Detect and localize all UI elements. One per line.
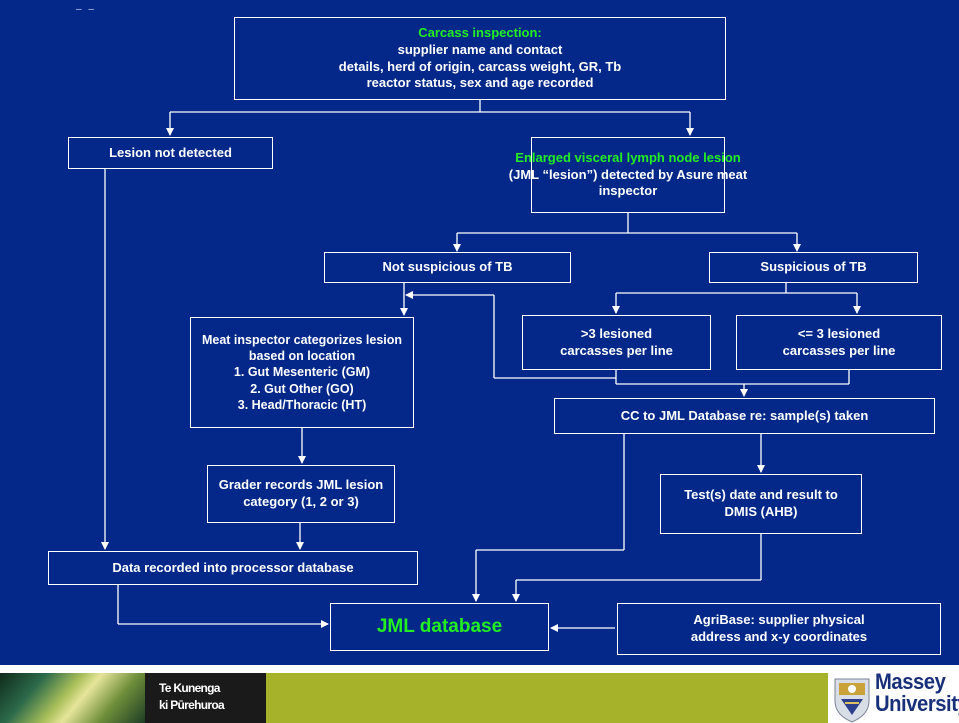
categorize-line4: 2. Gut Other (GO) [250,381,354,396]
grader-line1: Grader records JML lesion [218,477,384,493]
motto-line2: ki Pūrehuroa [159,698,225,712]
not-suspicious-label: Not suspicious of TB [382,259,513,275]
not-suspicious-box: Not suspicious of TB [324,252,571,283]
agribase-box: AgriBase: supplier physical address and … [617,603,941,655]
categorize-line5: 3. Head/Thoracic (HT) [237,397,367,412]
enlarged-highlight: Enlarged visceral lymph node lesion [515,149,741,165]
tests-line1: Test(s) date and result to [684,487,838,503]
carcass-inspection-box: Carcass inspection: supplier name and co… [234,17,726,100]
data-recorded-box: Data recorded into processor database [48,551,418,585]
agribase-line2: address and x-y coordinates [690,629,868,644]
tests-line2: DMIS (AHB) [724,504,798,519]
carcass-line3: reactor status, sex and age recorded [366,75,594,91]
gt3-lesioned-box: >3 lesioned carcasses per line [522,315,711,370]
grader-line2: category (1, 2 or 3) [243,494,359,509]
suspicious-box: Suspicious of TB [709,252,918,283]
tests-box: Test(s) date and result to DMIS (AHB) [660,474,862,534]
jml-database-label: JML database [376,615,503,637]
jml-database-box: JML database [330,603,549,651]
lesion-not-detected-box: Lesion not detected [68,137,273,169]
footer-green-bar [266,673,828,723]
agribase-line1: AgriBase: supplier physical [693,612,865,628]
diagram-slide: – – [0,0,959,665]
university-line1: Massey [875,669,946,694]
carcass-line1: supplier name and contact [397,41,563,57]
leaf-image [0,673,145,723]
enlarged-line1: (JML “lesion”) detected by Asure meat [508,166,748,182]
grader-box: Grader records JML lesion category (1, 2… [207,465,395,523]
categorize-line1: Meat inspector categorizes lesion [201,332,403,347]
gt3-line1: >3 lesioned [580,325,653,341]
enlarged-line2: inspector [598,183,658,199]
le3-line1: <= 3 lesioned [797,325,881,341]
motto-line1: Te Kunenga [159,681,220,695]
carcass-highlight: Carcass inspection: [418,24,542,40]
crest-icon [834,678,870,723]
data-recorded-label: Data recorded into processor database [112,559,354,575]
university-line2: University [875,691,959,716]
le3-lesioned-box: <= 3 lesioned carcasses per line [736,315,942,370]
categorize-box: Meat inspector categorizes lesion based … [190,317,414,428]
cc-database-box: CC to JML Database re: sample(s) taken [554,398,935,434]
suspicious-label: Suspicious of TB [760,259,867,275]
gt3-line2: carcasses per line [560,342,673,358]
categorize-line2: based on location [248,349,356,364]
corner-dashes: – – [76,4,96,15]
motto-block: Te Kunenga ki Pūrehuroa [145,673,266,723]
le3-line2: carcasses per line [782,342,896,358]
categorize-line3: 1. Gut Mesenteric (GM) [233,365,371,380]
enlarged-lesion-box: Enlarged visceral lymph node lesion (JML… [509,137,747,213]
lesion-not-detected-label: Lesion not detected [109,144,232,160]
university-name: Massey University [875,671,959,715]
carcass-line2: details, herd of origin, carcass weight,… [338,58,622,74]
cc-database-label: CC to JML Database re: sample(s) taken [620,407,869,423]
connector-lines [101,100,861,632]
